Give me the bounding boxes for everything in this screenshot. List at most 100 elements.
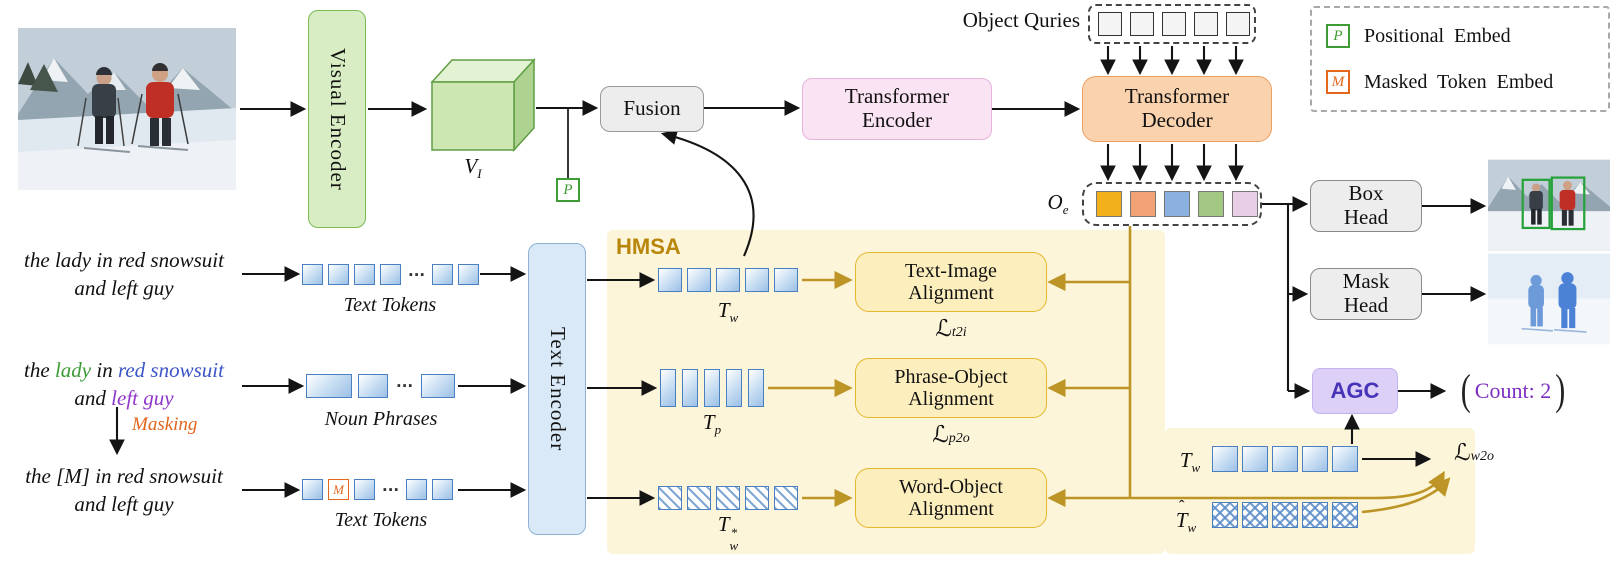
reconstructed-word-token	[1212, 502, 1238, 528]
reconstructed-word-token	[1242, 502, 1268, 528]
legend-masked: M Masked Token Embed	[1326, 70, 1553, 94]
tw-row	[658, 268, 798, 292]
bounding-box-1	[1521, 178, 1551, 230]
object-embedding-token-blue	[1164, 191, 1190, 217]
transformer-encoder-label-2: Encoder	[862, 108, 932, 132]
phrase-feature-bar	[704, 369, 720, 407]
count-value: Count: 2	[1474, 378, 1552, 403]
text-tokens-row-top: ···	[302, 264, 480, 285]
box-head-box: Box Head	[1310, 180, 1422, 232]
object-embedding-token-yellow	[1096, 191, 1122, 217]
legend-masked-label: Masked Token Embed	[1364, 70, 1554, 93]
object-query-token	[1130, 12, 1154, 36]
sentence-masked: the [M] in red snowsuit and left guy	[25, 464, 223, 517]
transformer-encoder-label-1: Transformer	[844, 84, 950, 109]
object-query-token	[1194, 12, 1218, 36]
tw-hat-row	[1212, 502, 1358, 528]
bounding-box-2	[1550, 176, 1586, 231]
visual-encoder-box: Visual Encoder	[308, 10, 366, 228]
input-photo-scene	[18, 28, 236, 190]
transformer-decoder-label-2: Decoder	[1141, 108, 1213, 132]
word-object-alignment-box: Word-Object Alignment	[855, 468, 1047, 528]
text-token	[354, 479, 375, 500]
mask-head-result-image	[1488, 252, 1610, 346]
word-feature-token	[658, 268, 682, 292]
masked-token: M	[328, 479, 349, 500]
text-token	[380, 264, 401, 285]
mask-head-label-2: Head	[1343, 293, 1389, 317]
masked-word-feature-token	[745, 486, 769, 510]
object-query-token	[1098, 12, 1122, 36]
input-photo	[18, 28, 236, 190]
count-paren-left: (	[1460, 366, 1471, 415]
text-token	[432, 264, 454, 285]
visual-feature-label: VI	[464, 154, 482, 182]
ellipsis: ···	[396, 377, 414, 395]
object-embeddings-box	[1082, 182, 1262, 226]
transformer-encoder-box: Transformer Encoder	[802, 78, 992, 140]
text-image-alignment-box: Text-Image Alignment	[855, 252, 1047, 312]
count-output: ( Count: 2 )	[1448, 366, 1578, 416]
positional-embed-icon: P	[1326, 24, 1350, 48]
mask-head-box: Mask Head	[1310, 268, 1422, 320]
transformer-decoder-label-1: Transformer	[1124, 84, 1230, 109]
phrase-feature-bar	[748, 369, 764, 407]
word-feature-token	[1212, 446, 1238, 472]
text-token	[302, 479, 323, 500]
phrase-feature-bar	[660, 369, 676, 407]
text-token	[302, 264, 323, 285]
phrase-object-alignment-box: Phrase-Object Alignment	[855, 358, 1047, 418]
agc-box: AGC	[1312, 368, 1398, 414]
tp-label: Tp	[702, 410, 722, 438]
text-tokens-label-top: Text Tokens	[343, 294, 437, 316]
word-feature-token	[745, 268, 769, 292]
object-queries-box	[1088, 4, 1256, 44]
noun-phrase-token	[421, 374, 456, 398]
word-feature-token	[1242, 446, 1268, 472]
word-feature-token	[1302, 446, 1328, 472]
noun-phrases-row: ···	[306, 374, 456, 398]
text-tokens-label-bottom: Text Tokens	[334, 509, 428, 531]
visual-encoder-label: Visual Encoder	[325, 47, 350, 191]
text-encoder-label: Text Encoder	[545, 326, 570, 452]
word-feature-token	[774, 268, 798, 292]
masking-label: Masking	[132, 414, 198, 435]
text-token	[354, 264, 375, 285]
noun-phrase-token	[306, 374, 352, 398]
tw-star-row	[658, 486, 798, 510]
phrase-feature-bar	[726, 369, 742, 407]
legend: P Positional Embed M Masked Token Embed	[1310, 6, 1610, 112]
box-head-result-image	[1488, 158, 1610, 252]
masked-word-feature-token	[687, 486, 711, 510]
object-embedding-token-pink	[1232, 191, 1258, 217]
object-embedding-token-orange	[1130, 191, 1156, 217]
text-token	[458, 264, 480, 285]
agc-label: AGC	[1330, 377, 1380, 403]
masked-word-feature-token	[774, 486, 798, 510]
fusion-label: Fusion	[623, 96, 681, 121]
legend-positional: P Positional Embed	[1326, 24, 1511, 48]
feature-cube	[430, 58, 536, 152]
reconstructed-word-token	[1332, 502, 1358, 528]
object-embeddings-label: Oe	[1047, 190, 1069, 218]
object-embedding-token-green	[1198, 191, 1224, 217]
text-token	[432, 479, 454, 500]
masked-word-feature-token	[716, 486, 740, 510]
text-token	[328, 264, 349, 285]
reconstructed-word-token	[1272, 502, 1298, 528]
word-feature-token	[1332, 446, 1358, 472]
fusion-box: Fusion	[600, 86, 704, 132]
masked-token-embed-icon: M	[1326, 70, 1350, 94]
tw-bottom-label: Tw	[1179, 448, 1201, 476]
transformer-decoder-box: Transformer Decoder	[1082, 76, 1272, 142]
text-token	[406, 479, 428, 500]
tw-label: Tw	[717, 298, 739, 326]
noun-phrase-token	[358, 374, 388, 398]
text-encoder-box: Text Encoder	[528, 243, 586, 535]
phrase-feature-bar	[682, 369, 698, 407]
sentence-colored: the lady in red snowsuit and left guy	[24, 358, 224, 411]
word-feature-token	[687, 268, 711, 292]
